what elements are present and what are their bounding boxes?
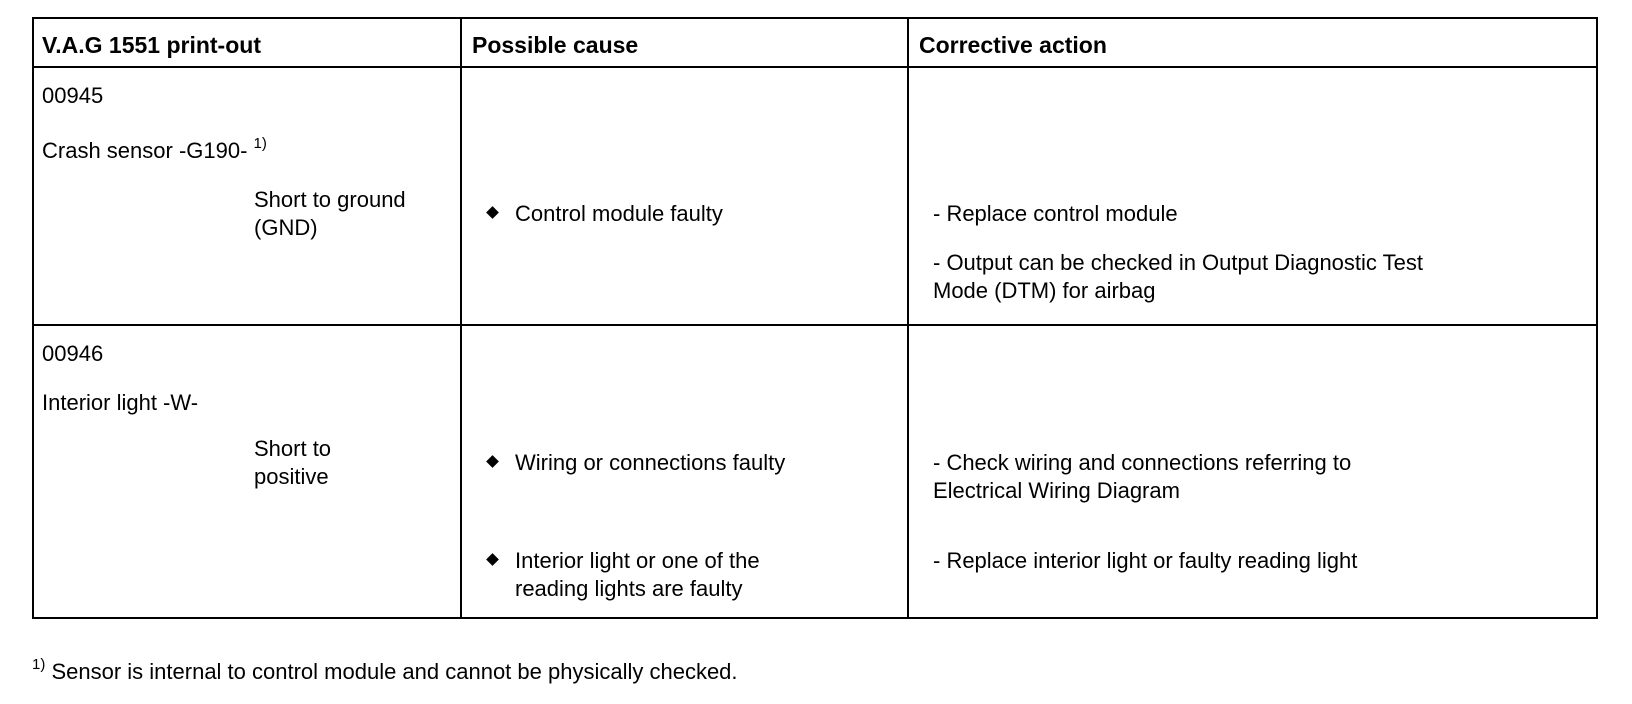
bullet-icon [486, 553, 499, 566]
footnote-text: Sensor is internal to control module and… [51, 659, 738, 684]
corrective-action-continued: Electrical Wiring Diagram [933, 478, 1180, 503]
column-divider-1 [460, 17, 462, 619]
bullet-icon [486, 455, 499, 468]
corrective-action: - Check wiring and connections referring… [933, 450, 1352, 475]
fault-condition-line: Short to [254, 436, 332, 461]
fault-condition-line: Short to ground [254, 187, 406, 212]
footnote: 1) Sensor is internal to control module … [32, 656, 738, 686]
possible-cause: Control module faulty [515, 201, 723, 226]
fault-component: Crash sensor -G190- 1) [42, 135, 267, 165]
bullet-icon [486, 206, 499, 219]
fault-condition-line: positive [254, 464, 329, 489]
footnote-reference: 1) [253, 135, 267, 152]
fault-component: Interior light -W- [42, 390, 199, 415]
fault-code: 00946 [42, 341, 104, 366]
fault-code: 00945 [42, 83, 104, 108]
possible-cause: Interior light or one of the [515, 548, 760, 573]
column-header-printout: V.A.G 1551 print-out [42, 32, 261, 58]
component-name: Crash sensor -G190- [42, 138, 248, 163]
possible-cause-continued: reading lights are faulty [515, 576, 743, 601]
corrective-action: - Output can be checked in Output Diagno… [933, 250, 1423, 275]
header-divider [32, 66, 1598, 68]
column-divider-2 [907, 17, 909, 619]
table-border-top [32, 17, 1598, 19]
corrective-action: - Replace interior light or faulty readi… [933, 548, 1358, 573]
possible-cause: Wiring or connections faulty [515, 450, 786, 475]
column-header-corrective-action: Corrective action [919, 32, 1107, 58]
column-header-possible-cause: Possible cause [472, 32, 639, 58]
footnote-mark: 1) [32, 656, 46, 673]
corrective-action: - Replace control module [933, 201, 1178, 226]
corrective-action-continued: Mode (DTM) for airbag [933, 278, 1156, 303]
table-border-left [32, 17, 34, 619]
fault-condition-line: (GND) [254, 215, 318, 240]
table-border-bottom [32, 617, 1598, 619]
row-divider [32, 324, 1598, 326]
table-border-right [1596, 17, 1598, 619]
